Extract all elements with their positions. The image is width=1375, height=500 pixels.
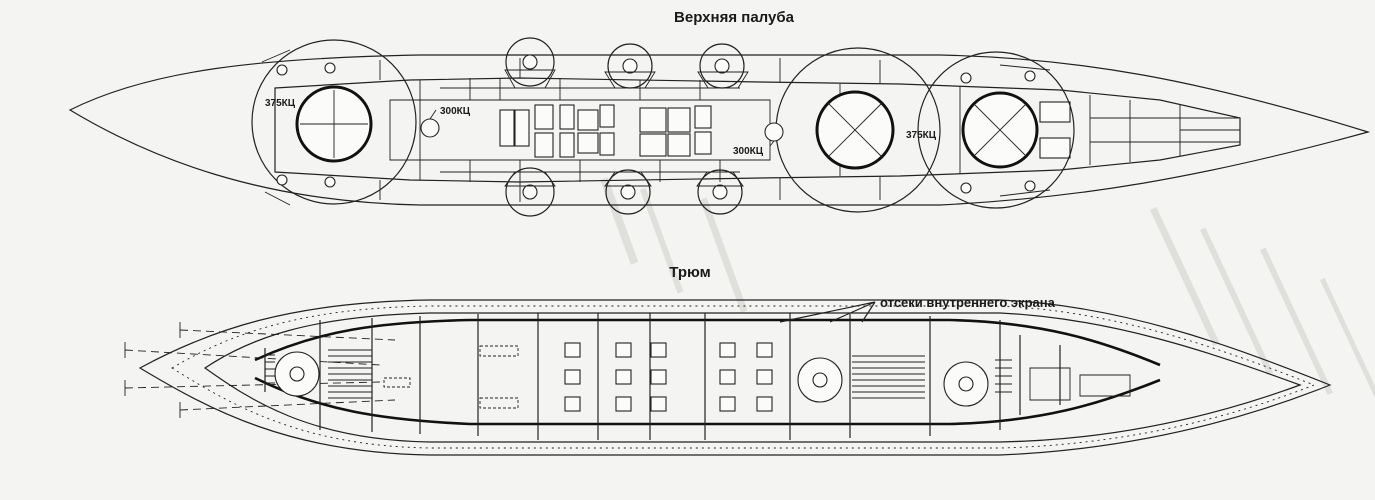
hold-turret-fore bbox=[274, 351, 320, 397]
hold-turret-aft bbox=[943, 361, 989, 407]
hold-machinery-hatch bbox=[265, 349, 1012, 399]
upper-deck-boxes bbox=[499, 101, 1071, 159]
hold-title: Трюм bbox=[669, 264, 710, 281]
inner-screen bbox=[254, 318, 1161, 426]
hold-torpedo-tubes bbox=[124, 322, 519, 418]
hold-plan: отсеки внутреннего экрана bbox=[124, 295, 1332, 456]
barbette-300-fore bbox=[420, 109, 440, 138]
barbette-300-aft bbox=[764, 122, 784, 147]
turret-label-aft: 375КЦ bbox=[906, 130, 937, 141]
barbette-label-fore: 300КЦ bbox=[440, 106, 471, 117]
secondary-guns-upper bbox=[504, 37, 749, 89]
hold-magazine-boxes bbox=[564, 342, 773, 412]
upper-deck-superstructure bbox=[274, 77, 1241, 183]
main-turret-mid bbox=[815, 90, 895, 170]
barbette-label-aft: 300КЦ bbox=[733, 146, 764, 157]
upper-deck-plan: 375КЦ 375КЦ 300КЦ 300КЦ bbox=[68, 37, 1371, 217]
turret-label-fore: 375КЦ bbox=[265, 98, 296, 109]
main-turret-fore bbox=[295, 85, 373, 163]
main-turret-aft bbox=[961, 91, 1039, 169]
hold-hull-inner-band bbox=[203, 312, 1302, 443]
paper-bleed-through bbox=[600, 177, 1375, 435]
hold-stern-compartments bbox=[1029, 367, 1131, 401]
inner-screen-leader bbox=[779, 301, 876, 323]
small-guns bbox=[261, 49, 1051, 206]
secondary-guns-lower bbox=[504, 167, 744, 217]
upper-deck-title: Верхняя палуба bbox=[674, 9, 795, 26]
hold-turret-mid bbox=[797, 357, 843, 403]
hold-hull-outer bbox=[138, 299, 1332, 456]
inner-screen-label: отсеки внутреннего экрана bbox=[880, 295, 1056, 310]
